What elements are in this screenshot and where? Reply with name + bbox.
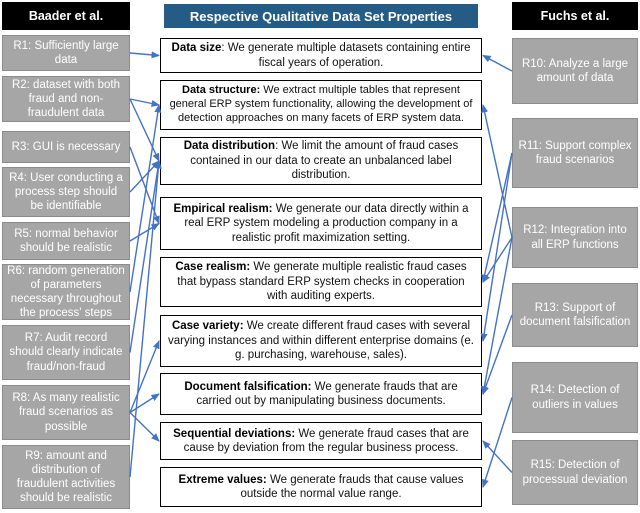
requirement-box-r4: R4: User conducting a process step shoul… <box>2 167 130 217</box>
mapping-arrow-r1-data_size <box>129 51 160 59</box>
requirement-box-r13: R13: Support of document falsification <box>512 283 638 347</box>
requirement-label: R7: Audit record should clearly indicate… <box>9 332 123 373</box>
requirement-label: R8: As many realistic fraud scenarios as… <box>12 392 120 433</box>
center-column-header: Respective Qualitative Data Set Properti… <box>164 4 478 28</box>
requirement-label: R11: Support complex fraud scenarios <box>518 139 632 166</box>
mapping-arrow-r2-data_structure <box>129 98 160 107</box>
mapping-arrow-r5-empirical_realism <box>129 222 160 242</box>
mapping-arrow-r15-sequential_deviations <box>482 440 513 473</box>
property-text: Document falsification: We generate frau… <box>184 380 458 407</box>
requirement-label: R1: Sufficiently large data <box>13 39 119 66</box>
requirement-box-r1: R1: Sufficiently large data <box>2 35 130 71</box>
property-box-document_falsification: Document falsification: We generate frau… <box>160 373 482 415</box>
mapping-arrow-r3-empirical_realism <box>129 146 160 225</box>
property-box-data_distribution: Data distribution: We limit the amount o… <box>160 137 482 185</box>
requirement-box-r15: R15: Detection of processual deviation <box>512 440 638 505</box>
property-box-case_realism: Case realism: We generate multiple reali… <box>160 257 482 307</box>
left-column-header: Baader et al. <box>2 2 130 30</box>
left-requirements-column: Baader et al. R1: Sufficiently large dat… <box>2 2 130 509</box>
requirement-box-r14: R14: Detection of outliers in values <box>512 362 638 433</box>
mapping-arrow-r13-document_falsification <box>482 314 513 395</box>
property-text: Extreme values: We generate frauds that … <box>178 473 464 500</box>
properties-column: Respective Qualitative Data Set Properti… <box>160 2 482 507</box>
mapping-arrow-r6-data_structure <box>129 104 162 293</box>
requirement-box-r5: R5: normal behavior should be realistic <box>2 222 130 260</box>
requirement-box-r6: R6: random generation of parameters nece… <box>2 264 130 320</box>
requirement-label: R3: GUI is necessary <box>11 140 121 153</box>
requirement-box-r2: R2: dataset with both fraud and non-frau… <box>2 76 130 122</box>
mapping-arrow-r10-data_size <box>482 54 513 72</box>
mapping-arrow-r12-document_falsification <box>480 237 513 395</box>
mapping-arrow-r8-case_variety <box>129 340 160 413</box>
property-box-sequential_deviations: Sequential deviations: We generate fraud… <box>160 422 482 460</box>
requirement-label: R14: Detection of outliers in values <box>530 384 620 411</box>
requirement-label: R13: Support of document falsification <box>519 301 631 328</box>
property-box-extreme_values: Extreme values: We generate frauds that … <box>160 467 482 507</box>
requirement-box-r3: R3: GUI is necessary <box>2 131 130 163</box>
requirement-label: R6: random generation of parameters nece… <box>7 264 125 320</box>
property-text: Case variety: We create different fraud … <box>168 320 474 362</box>
property-box-empirical_realism: Empirical realism: We generate our data … <box>160 197 482 250</box>
property-text: Data size: We generate multiple datasets… <box>171 42 471 69</box>
requirement-label: R15: Detection of processual deviation <box>522 459 628 486</box>
property-text: Empirical realism: We generate our data … <box>173 202 469 244</box>
property-text: Data distribution: We limit the amount o… <box>183 140 459 182</box>
property-box-case_variety: Case variety: We create different fraud … <box>160 315 482 367</box>
requirement-box-r9: R9: amount and distribution of fraudulen… <box>2 445 130 509</box>
right-column-header: Fuchs et al. <box>512 2 638 30</box>
mapping-arrow-r11-case_variety <box>480 152 513 342</box>
mapping-arrow-r12-case_realism <box>482 237 513 283</box>
requirement-box-r8: R8: As many realistic fraud scenarios as… <box>2 385 130 440</box>
property-text: Case realism: We generate multiple reali… <box>175 261 467 303</box>
property-box-data_size: Data size: We generate multiple datasets… <box>160 38 482 73</box>
requirement-box-r7: R7: Audit record should clearly indicate… <box>2 325 130 380</box>
requirement-label: R4: User conducting a process step shoul… <box>9 171 123 212</box>
mapping-arrow-r12-data_structure <box>481 104 513 238</box>
mapping-arrow-r11-case_realism <box>481 152 513 283</box>
requirement-box-r12: R12: Integration into all ERP functions <box>512 207 638 268</box>
requirement-label: R12: Integration into all ERP functions <box>523 224 627 251</box>
requirement-label: R9: amount and distribution of fraudulen… <box>16 449 116 505</box>
requirement-box-r10: R10: Analyze a large amount of data <box>512 38 638 104</box>
mapping-arrow-r14-extreme_values <box>481 397 513 488</box>
requirement-label: R10: Analyze a large amount of data <box>521 57 629 84</box>
mapping-arrow-r4-data_distribution <box>129 160 160 193</box>
requirement-box-r11: R11: Support complex fraud scenarios <box>512 118 638 188</box>
mapping-arrow-r2-data_distribution <box>129 98 160 162</box>
mapping-arrow-r8-sequential_deviations <box>129 412 160 442</box>
requirement-label: R5: normal behavior should be realistic <box>14 227 118 254</box>
property-box-data_structure: Data structure: We extract multiple tabl… <box>160 80 482 130</box>
mapping-arrow-r9-data_distribution <box>129 160 162 478</box>
right-requirements-column: Fuchs et al. R10: Analyze a large amount… <box>512 2 638 505</box>
property-text: Sequential deviations: We generate fraud… <box>173 427 469 454</box>
mapping-arrow-r8-document_falsification <box>129 393 160 414</box>
mapping-arrow-r7-data_distribution <box>129 160 162 353</box>
property-text: Data structure: We extract multiple tabl… <box>169 84 473 124</box>
requirement-label: R2: dataset with both fraud and non-frau… <box>11 78 121 120</box>
